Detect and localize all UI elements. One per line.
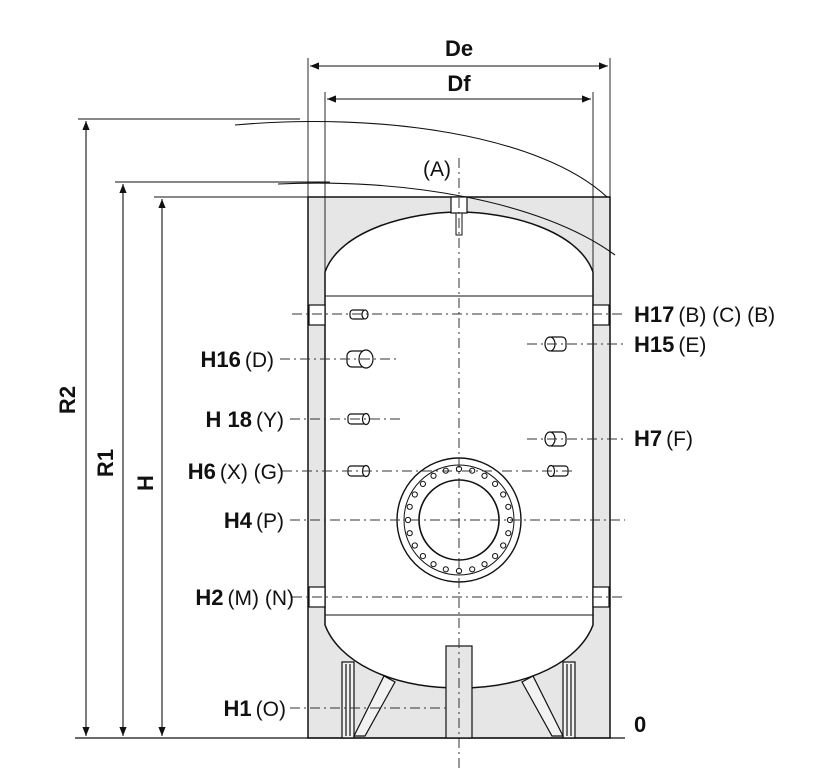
flange-bolt-hole [419, 553, 426, 560]
connection-label-h7: H7(F) [634, 426, 693, 451]
flange-bolt-hole [492, 480, 499, 487]
flange-bolt-hole [481, 472, 488, 479]
connection-label-h2: H2(M) (N) [195, 585, 294, 610]
r2-arc [234, 120, 608, 198]
top-connection-label: (A) [423, 158, 451, 181]
connection-label-h4: H4(P) [224, 508, 284, 533]
flange-bolt-hole [505, 530, 512, 537]
flange-bolt-hole [430, 472, 437, 479]
flange-bolt-hole [411, 542, 418, 549]
connection-label-h17: H17(B) (C) (B) [634, 302, 775, 327]
flange-bolt-hole [500, 542, 507, 549]
df-label: Df [447, 71, 471, 96]
zero-label: 0 [634, 712, 646, 737]
flange-bolt-hole [481, 561, 488, 568]
connection-label-h6: H6(X) (G) [188, 459, 284, 484]
flange-bolt-hole [505, 503, 512, 510]
h-label: H [133, 475, 158, 491]
r2-label: R2 [55, 386, 80, 414]
flange-bolt-hole [404, 516, 412, 524]
connection-label-h18: H 18(Y) [206, 407, 284, 432]
flange-bolt-hole [419, 480, 426, 487]
flange-bolt-hole [442, 566, 449, 573]
flange-bolt-hole [411, 491, 418, 498]
flange-bolt-hole [406, 530, 413, 537]
flange-bolt-hole [492, 553, 499, 560]
r1-label: R1 [93, 449, 118, 477]
flange-bolt-hole [430, 561, 437, 568]
support-legs [341, 661, 576, 739]
r1-arc [277, 182, 616, 256]
connection-label-h16: H16(D) [200, 347, 274, 372]
flange-bolt-hole [469, 566, 476, 573]
flange-bolt-hole [406, 503, 413, 510]
connection-label-h1: H1(O) [224, 696, 286, 721]
reference-lines [280, 313, 625, 709]
de-label: De [445, 36, 473, 61]
connection-label-h15: H15(E) [634, 332, 706, 357]
flange-bolt-hole [500, 491, 507, 498]
